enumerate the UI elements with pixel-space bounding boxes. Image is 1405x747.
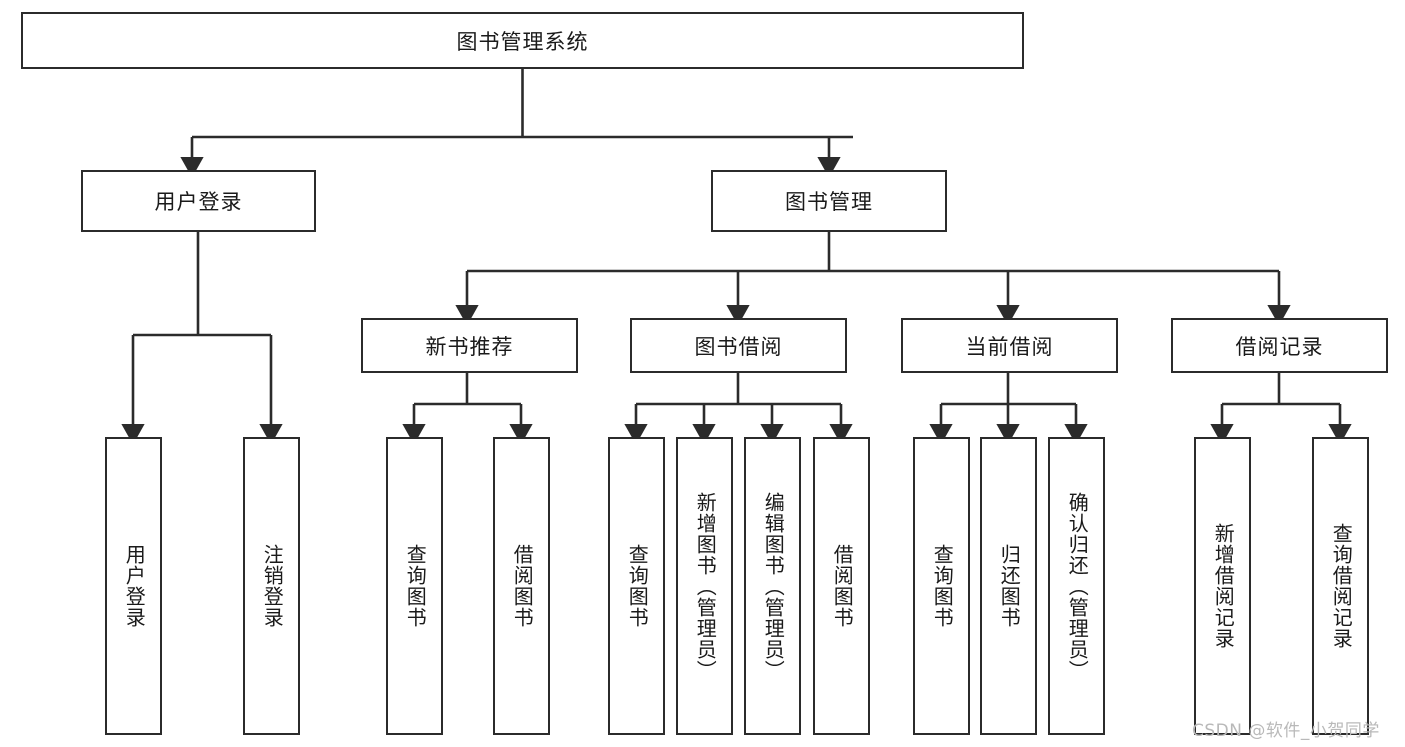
node-label: 用户登录 [122,544,147,628]
node-label: 确认归还（管理员） [1065,491,1090,681]
node-label: 用户登录 [154,190,243,214]
node-label: 借阅记录 [1235,334,1324,359]
node-label: 新书推荐 [425,334,514,359]
node-label: 当前借阅 [965,334,1054,359]
node-label: 借阅图书 [510,544,535,628]
node-label: 归还图书 [997,544,1022,628]
node-label: 新增借阅记录 [1211,523,1236,649]
node-label: 注销登录 [260,544,285,628]
leaf-new-book-borrow[interactable]: 借阅图书 [493,437,550,735]
watermark: CSDN @软件_小贺同学 [1192,721,1380,741]
leaf-current-borrow-query[interactable]: 查询图书 [913,437,970,735]
leaf-book-borrow-edit[interactable]: 编辑图书（管理员） [744,437,801,735]
node-current-borrow[interactable]: 当前借阅 [901,318,1118,373]
node-label: 图书借阅 [694,334,783,359]
leaf-borrow-record-add[interactable]: 新增借阅记录 [1194,437,1251,735]
node-label: 图书管理系统 [456,29,589,54]
leaf-book-borrow-query[interactable]: 查询图书 [608,437,665,735]
node-new-book-recommend[interactable]: 新书推荐 [361,318,578,373]
node-label: 查询图书 [625,544,650,628]
leaf-current-borrow-confirm-return[interactable]: 确认归还（管理员） [1048,437,1105,735]
node-borrow-record[interactable]: 借阅记录 [1171,318,1388,373]
node-label: 图书管理 [785,190,873,214]
node-book-management[interactable]: 图书管理 [711,170,947,232]
node-label: 查询图书 [403,544,428,628]
leaf-book-borrow-add[interactable]: 新增图书（管理员） [676,437,733,735]
leaf-user-login-signin[interactable]: 用户登录 [105,437,162,735]
node-label: 借阅图书 [830,544,855,628]
node-user-login[interactable]: 用户登录 [81,170,316,232]
leaf-new-book-query[interactable]: 查询图书 [386,437,443,735]
node-root-system[interactable]: 图书管理系统 [21,12,1024,69]
leaf-book-borrow-borrow[interactable]: 借阅图书 [813,437,870,735]
node-label: 新增图书（管理员） [693,491,718,681]
node-label: 编辑图书（管理员） [761,491,786,681]
leaf-current-borrow-return[interactable]: 归还图书 [980,437,1037,735]
node-label: 查询借阅记录 [1329,523,1354,649]
leaf-borrow-record-query[interactable]: 查询借阅记录 [1312,437,1369,735]
leaf-user-login-signout[interactable]: 注销登录 [243,437,300,735]
node-book-borrow[interactable]: 图书借阅 [630,318,847,373]
node-label: 查询图书 [930,544,955,628]
